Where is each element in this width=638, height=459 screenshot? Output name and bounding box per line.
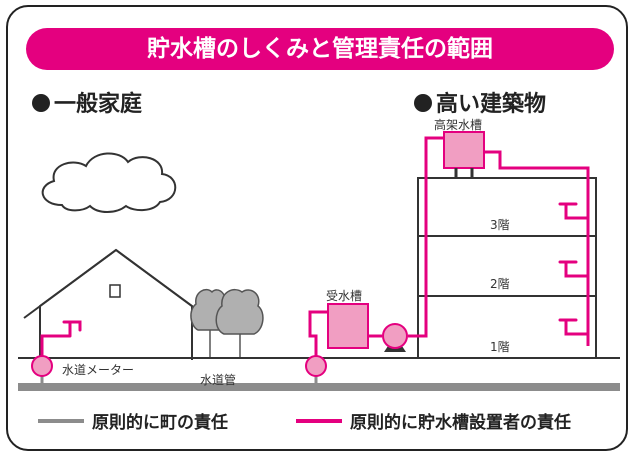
legend-label: 原則的に町の責任 [92,413,228,433]
house-icon [23,248,209,360]
legend-swatch-pink [296,418,342,423]
elevated-tank-icon [443,131,485,178]
cloud-icon [41,152,177,213]
house-supply-pipe [40,334,70,358]
legend-swatch-gray [38,418,84,423]
legend-item-city: 原則的に町の責任 [38,408,228,433]
water-meter-icon [305,355,327,377]
legend-label: 原則的に貯水槽設置者の責任 [350,413,571,433]
floor-3-label: 3階 [490,218,510,232]
water-main-pipe [18,383,620,391]
trees-icon [190,288,264,358]
diagram-title: 貯水槽のしくみと管理責任の範囲 [26,28,614,70]
riser-pipe [408,136,446,338]
water-meter-icon [31,355,53,377]
downflow-pipe [480,150,590,346]
bullet-icon [414,94,432,112]
receiving-tank-icon [327,303,369,349]
receiving-tank-label: 受水槽 [326,289,363,303]
section-heading-building: 高い建築物 [414,86,546,118]
legend-item-owner: 原則的に貯水槽設置者の責任 [296,408,571,433]
bullet-icon [32,94,50,112]
pump-icon [382,323,408,352]
faucet-icon-1f [558,318,578,336]
floor-1-label: 1階 [490,340,510,354]
water-meter-label: 水道メーター [62,363,135,377]
faucet-icon-house [62,320,82,338]
floor-2-label: 2階 [490,277,510,291]
diagram-frame [6,5,628,451]
section-heading-household: 一般家庭 [32,86,142,118]
water-main-label: 水道管 [200,373,237,387]
building-inlet-pipe [308,310,330,358]
elevated-tank-label: 高架水槽 [434,118,483,132]
faucet-icon-2f [558,260,578,278]
faucet-icon-3f [558,202,578,220]
